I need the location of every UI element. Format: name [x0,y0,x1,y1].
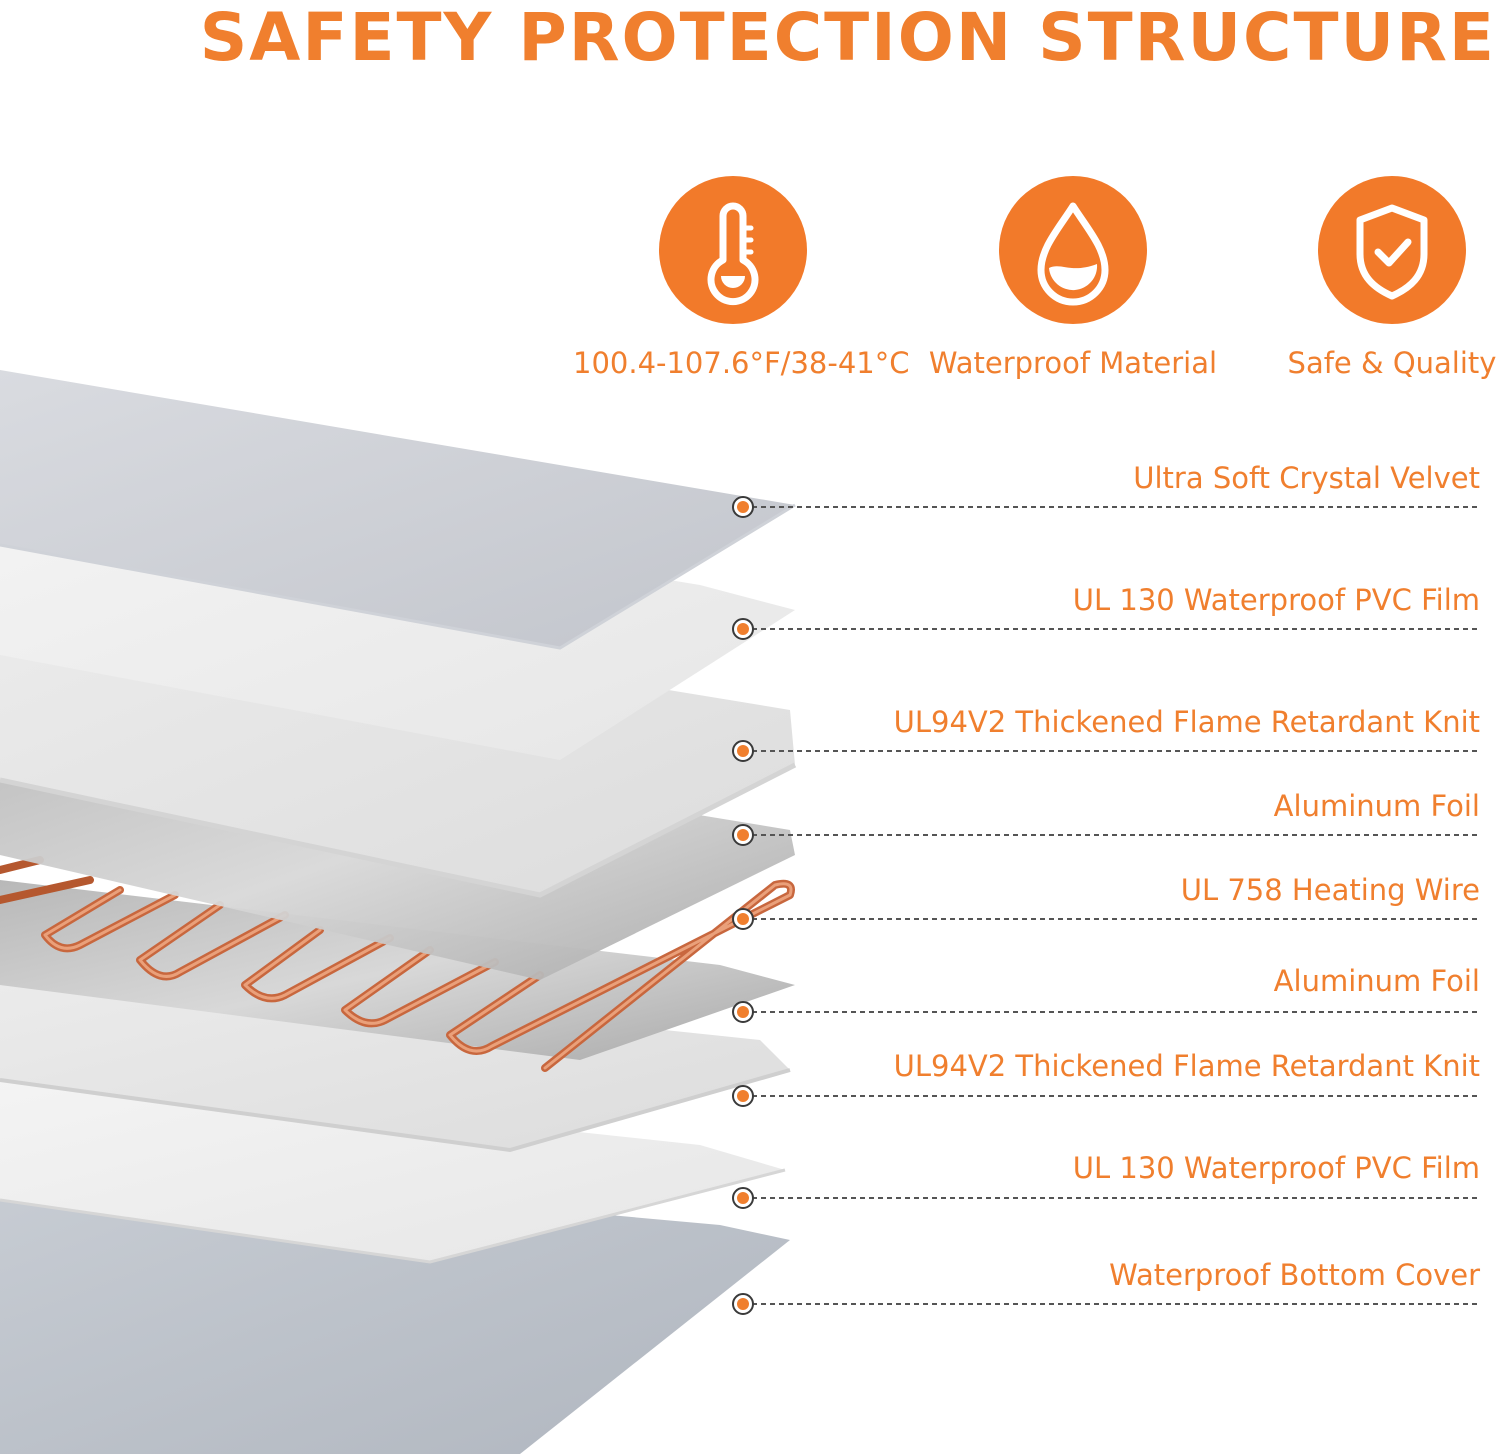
leader-dot-fill [737,829,749,841]
feature-label-waterproof: Waterproof Material [928,346,1218,380]
leader-dot-fill [737,1192,749,1204]
leader-dot-fill [737,623,749,635]
layer-ultra-soft-crystal-velvet [0,370,795,648]
layer-label: UL94V2 Thickened Flame Retardant Knit [893,705,1480,739]
layer-waterproof-bottom-cover [0,1160,790,1454]
layer-label: Aluminum Foil [1273,964,1480,998]
layer-label: UL 130 Waterproof PVC Film [1072,583,1480,617]
leader-dot-fill [737,501,749,513]
thermometer-icon [659,176,807,324]
layer-label: UL94V2 Thickened Flame Retardant Knit [893,1049,1480,1083]
shield-check-icon [1318,176,1466,324]
page-title: SAFETY PROTECTION STRUCTURE [199,0,1496,76]
water-drop-icon [999,176,1147,324]
leader-dot-fill [737,1090,749,1102]
layer-pvc-film-lower [0,1070,785,1262]
feature-label-temperature: 100.4-107.6°F/38-41°C [573,346,910,380]
feature-safe-quality: Safe & Quality [1232,176,1500,380]
layer-label: UL 130 Waterproof PVC Film [1072,1151,1480,1185]
heating-wire [0,856,795,1072]
leader-dot-fill [737,913,749,925]
leader-dot-fill [737,1006,749,1018]
leader-dot-fill [737,745,749,757]
feature-label-safe-quality: Safe & Quality [1287,346,1497,380]
layer-label: UL 758 Heating Wire [1180,873,1480,907]
layer-label: Waterproof Bottom Cover [1109,1258,1480,1292]
layer-label: Ultra Soft Crystal Velvet [1133,461,1480,495]
feature-temperature: 100.4-107.6°F/38-41°C [573,176,910,380]
leader-dot-fill [737,1298,749,1310]
layer-label: Aluminum Foil [1273,789,1480,823]
feature-waterproof: Waterproof Material [913,176,1233,380]
